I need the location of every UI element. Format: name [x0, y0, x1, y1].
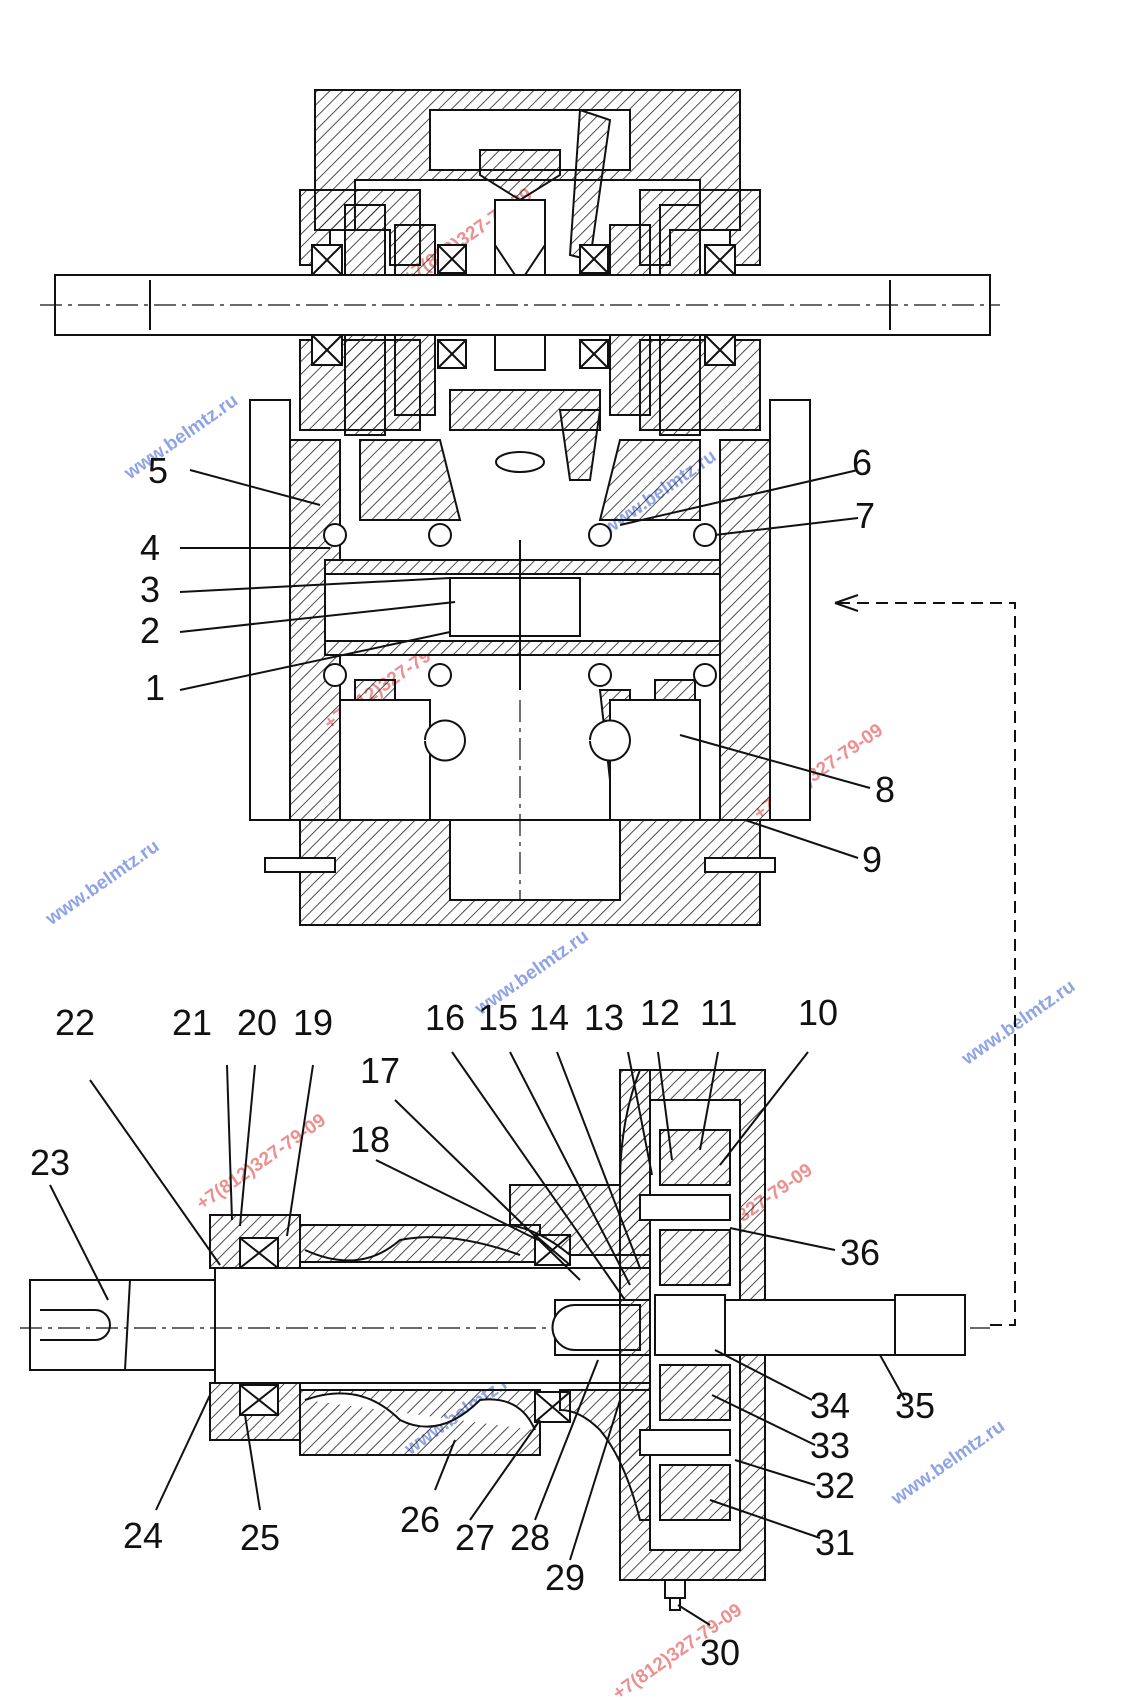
callout-10: 10 [798, 992, 838, 1033]
callout-36: 36 [840, 1232, 880, 1273]
upper-callout-labels: 1 2 3 4 5 6 7 8 9 [140, 442, 895, 880]
lower-leaders [49, 1051, 906, 1626]
callout-2: 2 [140, 610, 160, 651]
callout-12: 12 [640, 992, 680, 1033]
upper-assembly [40, 89, 1000, 926]
callout-6: 6 [852, 442, 872, 483]
callout-9: 9 [862, 839, 882, 880]
lower-callout-labels: 10 11 12 13 14 15 16 17 18 19 20 21 22 2… [30, 992, 935, 1673]
callout-14: 14 [529, 997, 569, 1038]
watermark-site: www.belmtz.ru [957, 976, 1079, 1070]
callout-24: 24 [123, 1515, 163, 1556]
callout-32: 32 [815, 1465, 855, 1506]
callout-13: 13 [584, 997, 624, 1038]
callout-26: 26 [400, 1499, 440, 1540]
callout-25: 25 [240, 1517, 280, 1558]
callout-11: 11 [700, 992, 737, 1033]
callout-18: 18 [350, 1119, 390, 1160]
callout-35: 35 [895, 1385, 935, 1426]
callout-8: 8 [875, 769, 895, 810]
callout-3: 3 [140, 569, 160, 610]
watermark-site: www.belmtz.ru [887, 1416, 1009, 1510]
callout-31: 31 [815, 1522, 855, 1563]
callout-7: 7 [855, 495, 875, 536]
callout-33: 33 [810, 1425, 850, 1466]
callout-5: 5 [148, 450, 168, 491]
watermark-site: www.belmtz.ru [120, 390, 242, 484]
callout-27: 27 [455, 1517, 495, 1558]
callout-34: 34 [810, 1385, 850, 1426]
callout-15: 15 [478, 997, 518, 1038]
upper-leaders [179, 469, 871, 859]
callout-17: 17 [360, 1050, 400, 1091]
watermark-site: www.belmtz.ru [41, 836, 163, 930]
callout-16: 16 [425, 997, 465, 1038]
callout-30: 30 [700, 1632, 740, 1673]
lower-assembly [20, 1069, 990, 1611]
callout-1: 1 [145, 667, 165, 708]
callout-28: 28 [510, 1517, 550, 1558]
callout-19: 19 [293, 1002, 333, 1043]
callout-29: 29 [545, 1557, 585, 1598]
watermark-phone: +7(812)327-79-09 [193, 1110, 330, 1215]
callout-21: 21 [172, 1002, 212, 1043]
callout-4: 4 [140, 527, 160, 568]
callout-22: 22 [55, 1002, 95, 1043]
callout-23: 23 [30, 1142, 70, 1183]
view-link-dashed-line [834, 594, 1016, 1326]
callout-20: 20 [237, 1002, 277, 1043]
